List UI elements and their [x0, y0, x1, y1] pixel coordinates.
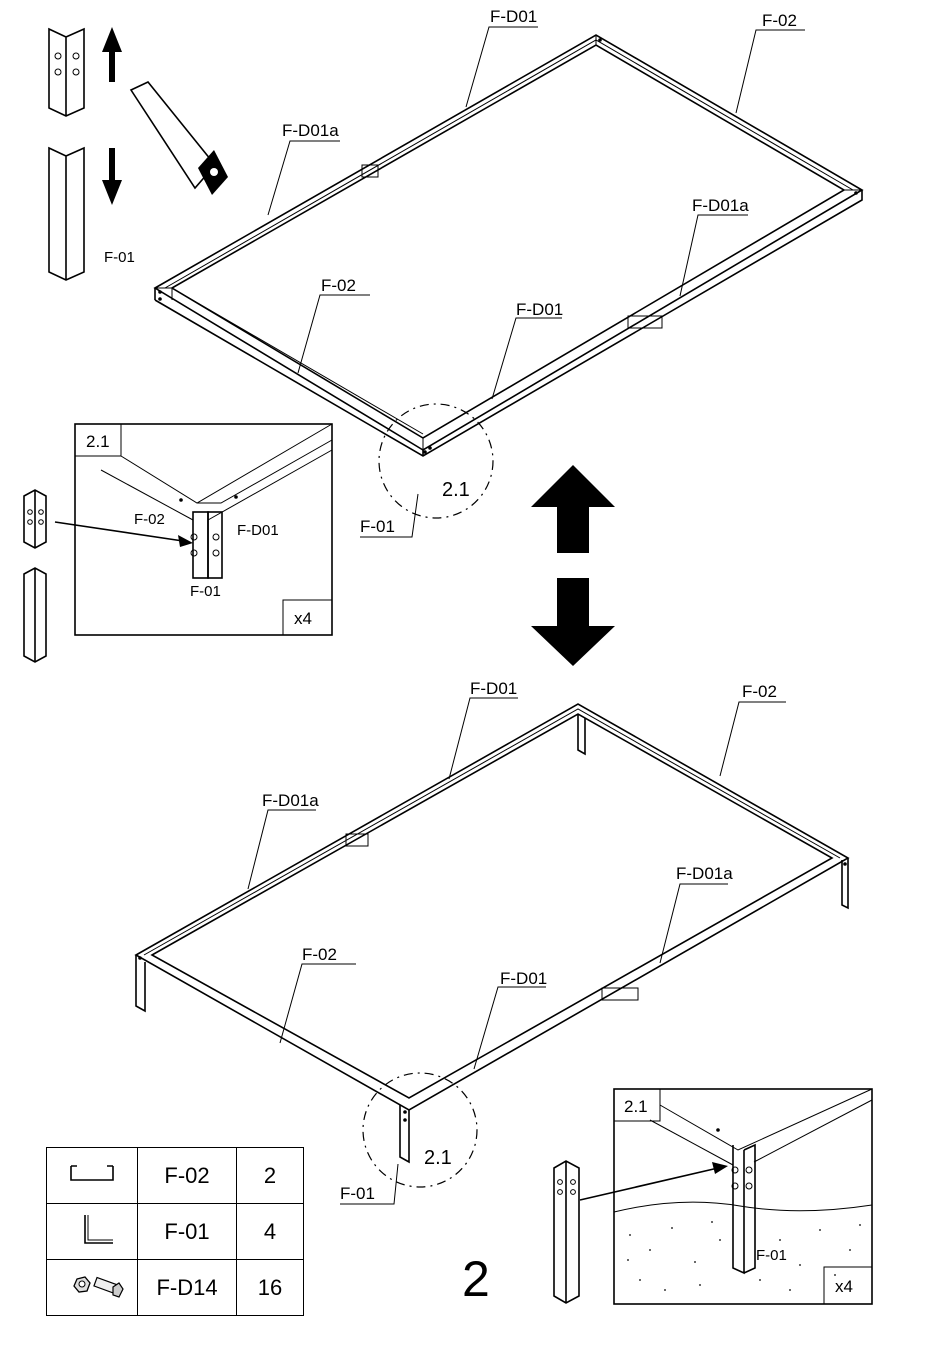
big-arrow-up-icon — [531, 465, 615, 553]
detail-top-fd01: F-D01 — [237, 522, 279, 539]
part-qty: 4 — [237, 1204, 304, 1260]
detail-count-bottom: x4 — [835, 1277, 853, 1296]
table-row: F-D14 16 — [47, 1260, 304, 1316]
label-f01-cut: F-01 — [104, 249, 135, 266]
bolt-nut-icon — [47, 1260, 138, 1316]
table-row: F-01 4 — [47, 1204, 304, 1260]
arrow-down-icon — [102, 148, 122, 205]
label-f02-top: F-02 — [762, 11, 797, 30]
label-f02-bottomtop: F-02 — [742, 682, 777, 701]
arrow-up-icon — [102, 27, 122, 82]
big-arrow-down-icon — [531, 578, 615, 666]
saw-icon — [131, 82, 228, 195]
angle-profile-cut-illustration: F-01 — [49, 27, 228, 280]
label-fd01-topbottom: F-D01 — [516, 300, 563, 319]
label-fd01a-topright: F-D01a — [692, 196, 749, 215]
detail-count-top: x4 — [294, 609, 312, 628]
detail-ref-top: 2.1 — [442, 479, 470, 501]
parts-table: F-02 2 F-01 4 F-D14 16 — [46, 1147, 304, 1316]
detail-title-top: 2.1 — [86, 432, 110, 451]
step-number: 2 — [462, 1250, 490, 1308]
label-f02-topleft: F-02 — [321, 276, 356, 295]
detail-box-top: 2.1 x4 F-02 F-D01 F-01 — [24, 424, 332, 662]
part-code: F-D14 — [138, 1260, 237, 1316]
detail-top-f01: F-01 — [190, 583, 221, 600]
channel-profile-icon — [47, 1148, 138, 1204]
label-fd01-top: F-D01 — [490, 7, 537, 26]
label-fd01-bottombottom: F-D01 — [500, 969, 547, 988]
label-fd01-bottomtop: F-D01 — [470, 679, 517, 698]
part-qty: 2 — [237, 1148, 304, 1204]
label-fd01a-topleft: F-D01a — [282, 121, 339, 140]
detail-box-bottom: 2.1 x4 F-01 — [554, 1089, 872, 1304]
label-f01-top: F-01 — [360, 517, 395, 536]
label-f01-bottom: F-01 — [340, 1184, 375, 1203]
part-code: F-02 — [138, 1148, 237, 1204]
detail-title-bottom: 2.1 — [624, 1097, 648, 1116]
detail-top-f02: F-02 — [134, 511, 165, 528]
label-fd01a-bottomright: F-D01a — [676, 864, 733, 883]
part-qty: 16 — [237, 1260, 304, 1316]
label-f02-bottomleft: F-02 — [302, 945, 337, 964]
detail-ref-bottom: 2.1 — [424, 1147, 452, 1169]
table-row: F-02 2 — [47, 1148, 304, 1204]
label-fd01a-bottomleft: F-D01a — [262, 791, 319, 810]
detail-bottom-f01: F-01 — [756, 1247, 787, 1264]
part-code: F-01 — [138, 1204, 237, 1260]
angle-profile-icon — [47, 1204, 138, 1260]
